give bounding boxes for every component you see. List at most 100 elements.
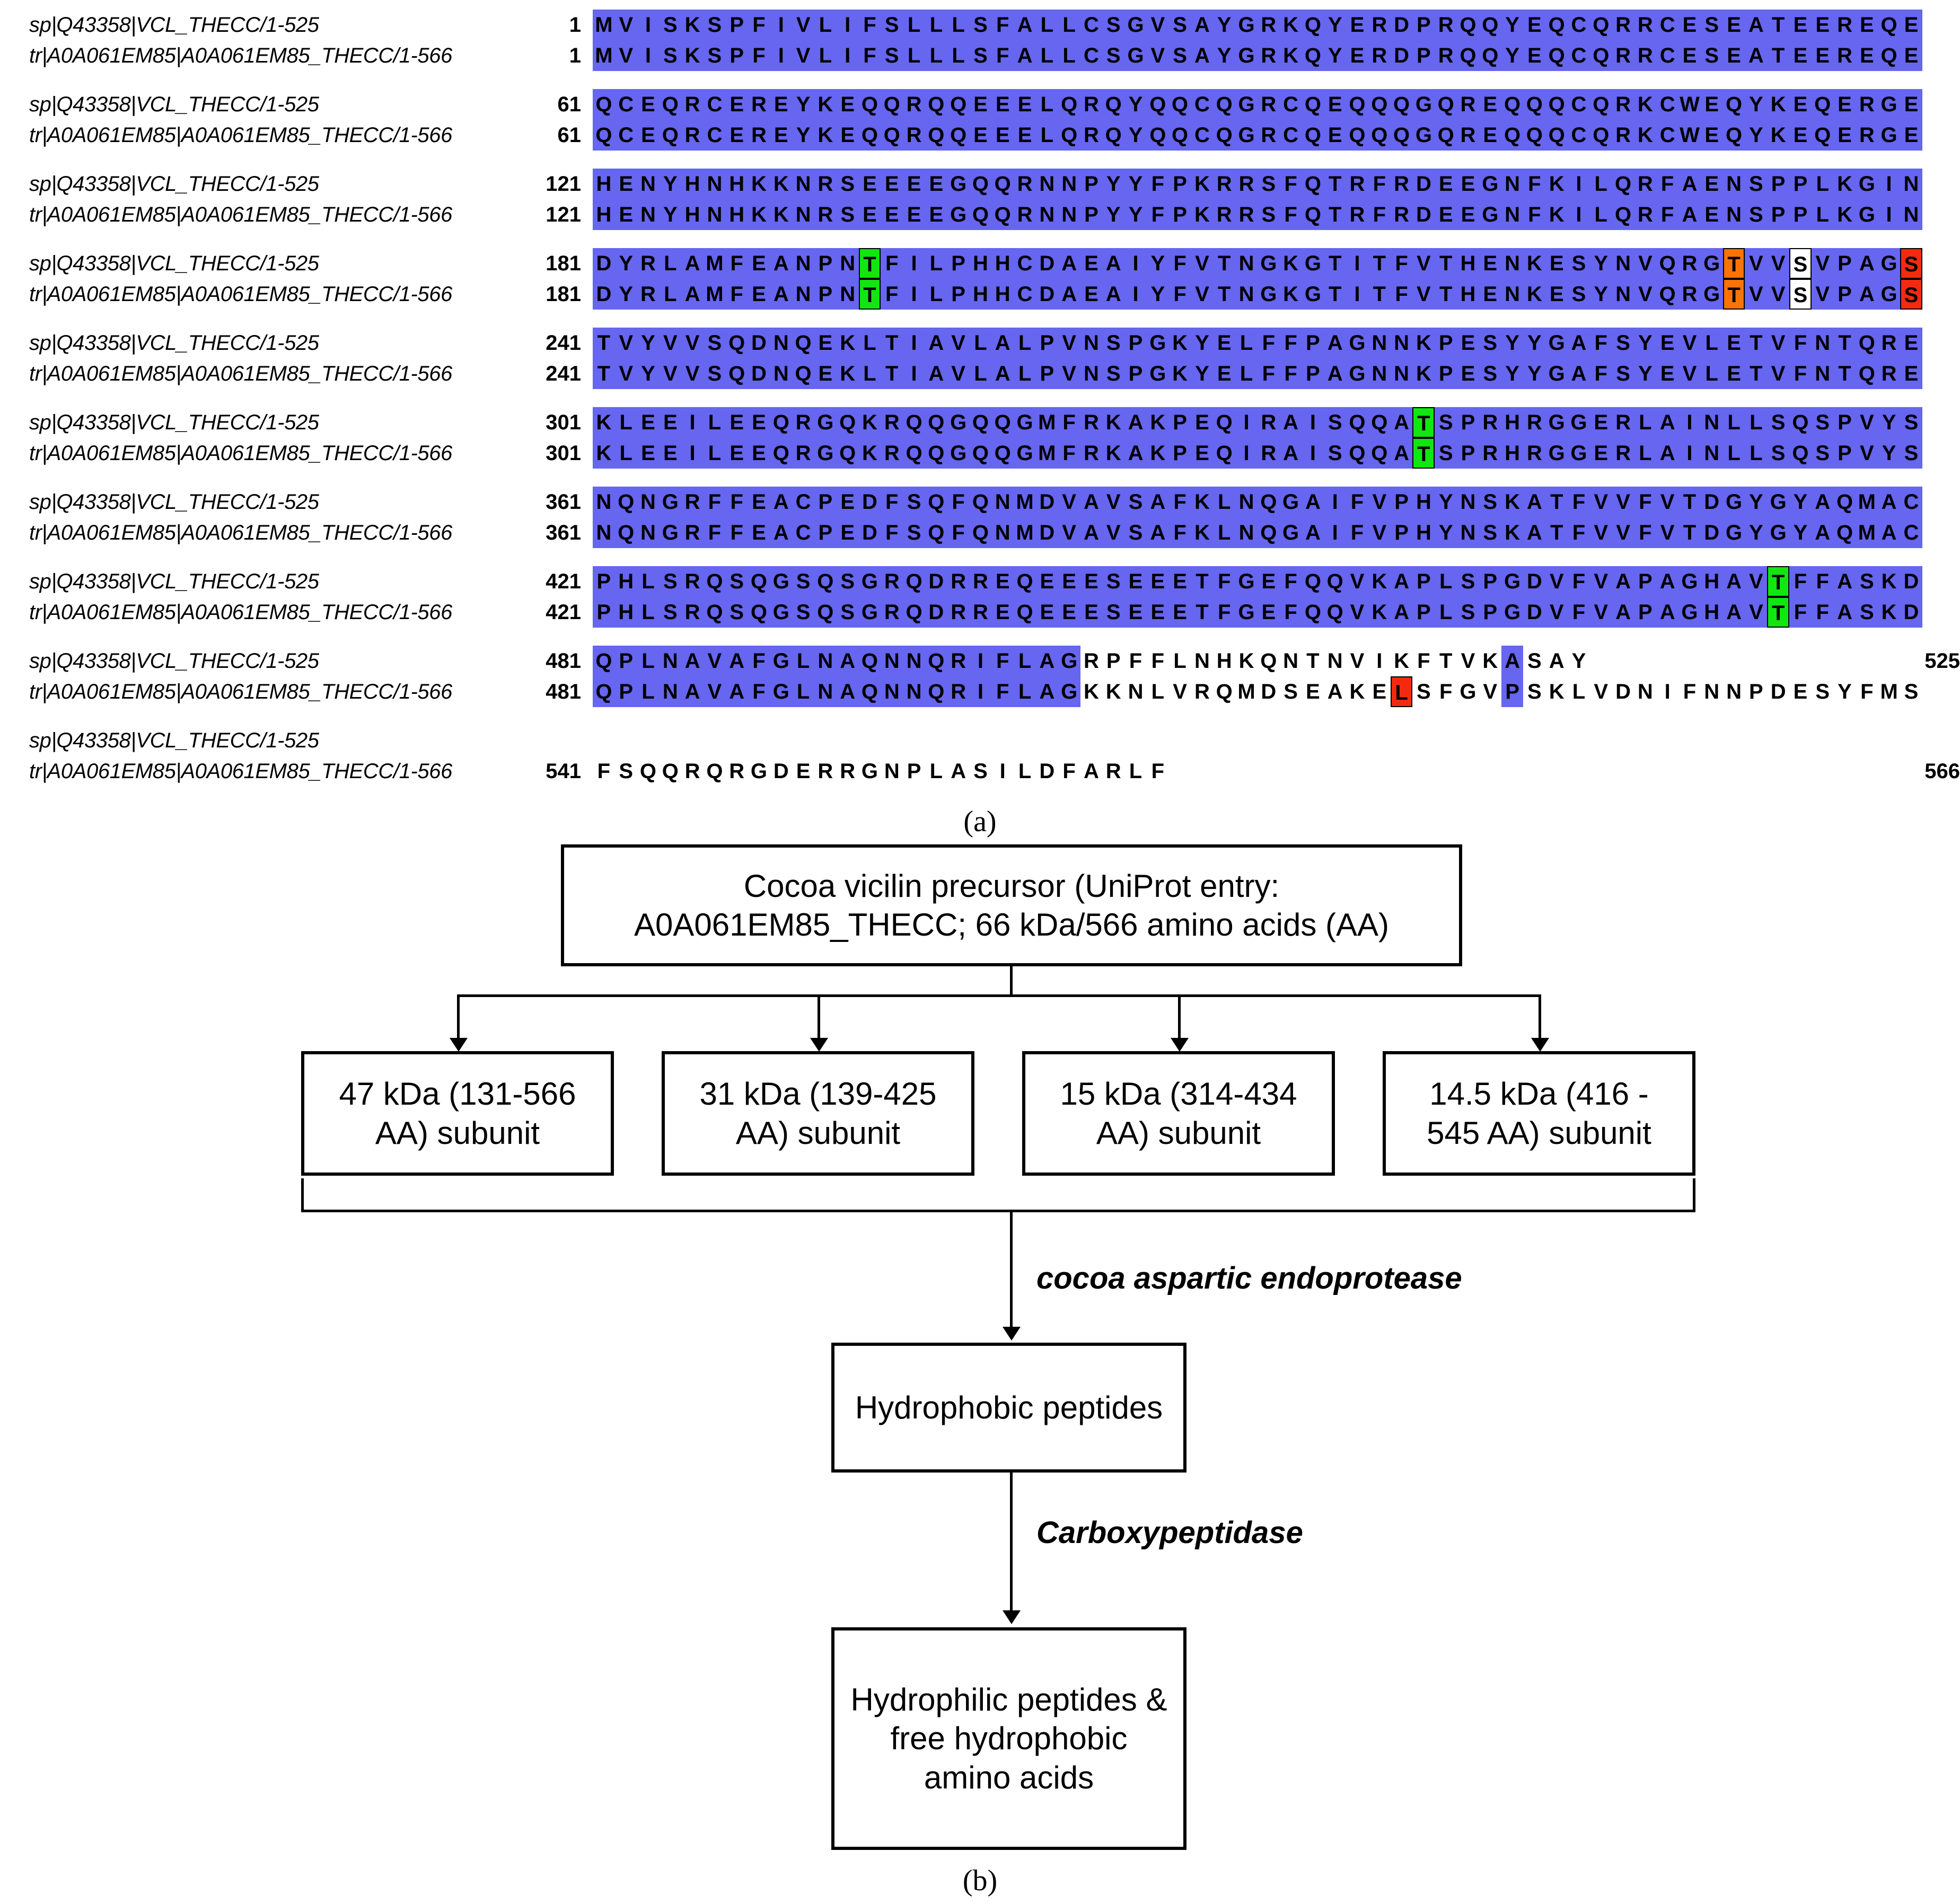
residue: H	[1501, 438, 1524, 469]
residue: Q	[925, 89, 947, 120]
enzyme-label-1: cocoa aspartic endoprotease	[1036, 1261, 1462, 1295]
residue: L	[814, 40, 837, 71]
residue: H	[1412, 487, 1435, 517]
residue: N	[703, 169, 726, 199]
residue: Q	[1856, 328, 1878, 358]
residue: S	[1568, 279, 1590, 310]
residue: T	[1368, 248, 1391, 279]
residue: H	[969, 279, 992, 310]
residue: V	[1767, 279, 1790, 310]
residue: E	[1035, 566, 1058, 597]
residue: F	[1346, 517, 1368, 548]
residue: A	[1656, 407, 1679, 438]
residue: Y	[1523, 328, 1546, 358]
residue: S	[836, 169, 859, 199]
residue: E	[1656, 358, 1679, 389]
residue: F	[1390, 248, 1413, 279]
residue: E	[1346, 40, 1368, 71]
residue: L	[858, 328, 881, 358]
residue: I	[1235, 407, 1258, 438]
residue: D	[1412, 199, 1435, 230]
residue: V	[1856, 407, 1878, 438]
residue: A	[1146, 517, 1169, 548]
residue: Q	[1346, 438, 1368, 469]
residue: S	[1745, 169, 1768, 199]
residue: Q	[614, 487, 637, 517]
residue: V	[1479, 676, 1501, 707]
residue: A	[1501, 646, 1524, 676]
residue: D	[858, 517, 881, 548]
residue: E	[1457, 358, 1479, 389]
residue: A	[1878, 487, 1901, 517]
residue: D	[1700, 517, 1723, 548]
residue: R	[1612, 40, 1634, 71]
residue: K	[1501, 517, 1524, 548]
residue: N	[1390, 328, 1413, 358]
residue: E	[881, 169, 903, 199]
residue: N	[1501, 279, 1524, 310]
residue: A	[925, 358, 947, 389]
residue: R	[1080, 89, 1103, 120]
residue: N	[881, 756, 903, 787]
residue: E	[637, 120, 660, 151]
residue: T	[1368, 279, 1391, 310]
residue: C	[1279, 89, 1302, 120]
residue: Q	[1833, 517, 1856, 548]
residue: G	[659, 487, 682, 517]
residue: L	[1568, 676, 1590, 707]
residue: P	[593, 566, 615, 597]
residue: Q	[770, 438, 793, 469]
hydrophilic-peptides-label: Hydrophilic peptides & free hydrophobic …	[850, 1682, 1167, 1795]
residue: L	[1722, 438, 1745, 469]
residue: Q	[1878, 40, 1901, 71]
residue: R	[1479, 407, 1501, 438]
residue: C	[703, 120, 726, 151]
residue: K	[1523, 248, 1546, 279]
residue: L	[1811, 169, 1834, 199]
residue: N	[1080, 358, 1103, 389]
residue: A	[770, 487, 793, 517]
residue: R	[1457, 89, 1479, 120]
residue: I	[1324, 487, 1347, 517]
residue: Q	[725, 328, 748, 358]
residue: Q	[1435, 120, 1457, 151]
residue: G	[858, 756, 881, 787]
residue: E	[836, 120, 859, 151]
residue: Q	[1146, 120, 1169, 151]
residue: E	[1856, 10, 1878, 40]
residue: I	[681, 407, 704, 438]
residue: K	[770, 199, 793, 230]
residue: G	[1014, 407, 1036, 438]
residue: G	[1302, 248, 1324, 279]
residue: Q	[1789, 407, 1812, 438]
residue: E	[614, 199, 637, 230]
residue: R	[1257, 40, 1280, 71]
residue: P	[1302, 328, 1324, 358]
residue: F	[1279, 358, 1302, 389]
residue: L	[637, 646, 660, 676]
residue: G	[770, 566, 793, 597]
residue: R	[1235, 199, 1258, 230]
subunit-arrow-2	[810, 1038, 828, 1052]
residue: T	[1722, 279, 1745, 310]
residue: F	[1435, 676, 1457, 707]
residue: Y	[792, 89, 814, 120]
residue: H	[614, 566, 637, 597]
residue: R	[1257, 10, 1280, 40]
sequence-name: tr|A0A061EM85|A0A061EM85_THECC/1-566	[29, 759, 452, 783]
residue: A	[1302, 487, 1324, 517]
sequence-name: tr|A0A061EM85|A0A061EM85_THECC/1-566	[29, 680, 452, 703]
residue: L	[1014, 328, 1036, 358]
residue: H	[1501, 407, 1524, 438]
residue: N	[1324, 646, 1347, 676]
residue: P	[1080, 169, 1103, 199]
residue: A	[1279, 407, 1302, 438]
residue: E	[1811, 40, 1834, 71]
residue: Q	[1722, 89, 1745, 120]
residue: R	[881, 566, 903, 597]
residue: E	[903, 169, 925, 199]
residue: Y	[1745, 120, 1768, 151]
residue: R	[792, 407, 814, 438]
